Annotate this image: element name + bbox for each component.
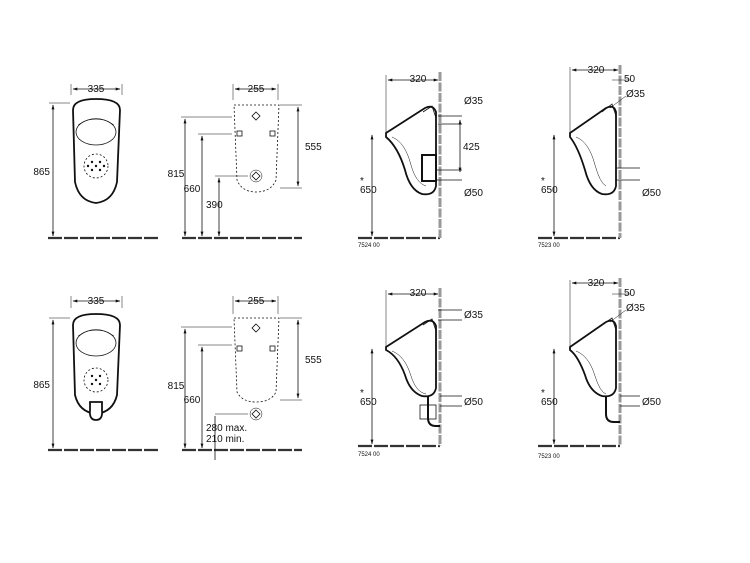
diameter-50-label: Ø50 [464,397,483,408]
offset-50-label: 50 [624,74,636,85]
offset-50-label: 50 [624,288,636,299]
depth-320-label: 320 [588,278,605,289]
height-650-label: 650 [541,397,558,408]
diameter-50-label: Ø50 [642,188,661,199]
article-code: 7524 00 [358,452,380,458]
diameter-35-label: Ø35 [626,89,645,100]
row2-rear-view: 255 555 815 660 280 max. 210 min. [168,296,322,460]
depth-320-label: 320 [410,74,427,85]
diameter-35-label: Ø35 [464,310,483,321]
row2-side-view-a: 320 Ø35 Ø50 * 650 7524 00 [358,288,483,458]
row1-side-view-a: 320 Ø35 425 Ø50 * 650 7524 00 [358,72,483,249]
depth-320-label: 320 [588,65,605,76]
note-210-min: 210 min. [206,434,244,445]
row2-front-view: 335 865 [33,296,158,452]
star-marker: * [541,388,545,399]
height-650-label: 650 [360,185,377,196]
height-815-label: 815 [168,169,185,180]
star-marker: * [541,176,545,187]
diameter-50-label: Ø50 [642,397,661,408]
width-255-label: 255 [248,296,265,307]
article-code: 7523 00 [538,243,560,249]
star-marker: * [360,176,364,187]
width-255-label: 255 [248,84,265,95]
depth-320-label: 320 [410,288,427,299]
note-280-max: 280 max. [206,423,247,434]
height-555-label: 555 [305,142,322,153]
article-code: 7523 00 [538,454,560,460]
height-650-label: 650 [360,397,377,408]
row1-side-view-b: 320 50 Ø35 Ø50 * 650 7523 00 [538,65,661,249]
diameter-35-label: Ø35 [626,303,645,314]
diameter-50-label: Ø50 [464,188,483,199]
height-555-label: 555 [305,355,322,366]
height-660-label: 660 [184,184,201,195]
row2-side-view-b: 320 50 Ø35 Ø50 * 650 7523 00 [538,278,661,460]
height-865-label: 865 [33,167,50,178]
width-335-label: 335 [88,84,105,95]
spacing-425-label: 425 [463,142,480,153]
width-335-label: 335 [88,296,105,307]
height-865-label: 865 [33,380,50,391]
row1-front-view: 335 865 [33,84,158,240]
height-815-label: 815 [168,381,185,392]
diameter-35-label: Ø35 [464,96,483,107]
star-marker: * [360,388,364,399]
article-code: 7524 00 [358,243,380,249]
height-650-label: 650 [541,185,558,196]
height-390-label: 390 [206,200,223,211]
height-660-label: 660 [184,395,201,406]
row1-rear-view: 255 555 815 660 390 [168,84,322,240]
